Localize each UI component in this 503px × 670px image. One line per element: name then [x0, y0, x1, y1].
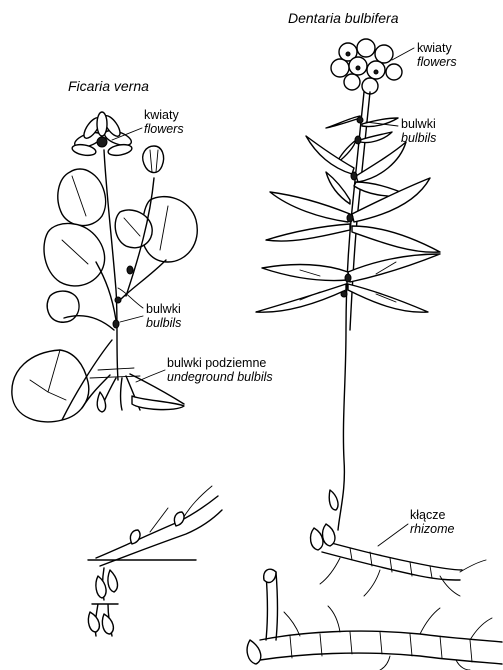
ficaria-underground-en: undeground bulbils	[167, 370, 273, 384]
ficaria-title: Ficaria verna	[68, 78, 149, 94]
ficaria-bulbils-label: bulwki bulbils	[146, 302, 181, 330]
ficaria-leaf-5	[47, 291, 79, 322]
ficaria-flowers-pl: kwiaty	[144, 108, 184, 122]
ficaria-flowers-label: kwiaty flowers	[144, 108, 184, 136]
ficaria-bulbils-pl: bulwki	[146, 302, 181, 316]
dentaria-title: Dentaria bulbifera	[288, 10, 399, 26]
dentaria-flowers-en: flowers	[417, 55, 457, 69]
ficaria-basal-leaf	[12, 350, 89, 422]
ficaria-flowers-en: flowers	[144, 122, 184, 136]
ficaria-bulbils-en: bulbils	[146, 316, 181, 330]
dentaria-rhizome-pl: kłącze	[410, 508, 454, 522]
ficaria-underground-pl: bulwki podziemne	[167, 356, 273, 370]
ficaria-leaf-2	[44, 223, 105, 285]
dentaria-flowers	[331, 39, 402, 94]
dentaria-bulbils-label: bulwki bulbils	[401, 117, 436, 145]
dentaria-bulbils-en: bulbils	[401, 131, 436, 145]
dentaria-rhizome-en: rhizome	[410, 522, 454, 536]
rhizome-sketch	[247, 569, 502, 670]
dentaria-bulbils-pl: bulwki	[401, 117, 436, 131]
bulbil-sprouting-sketch	[88, 486, 222, 636]
dentaria-flowers-label: kwiaty flowers	[417, 41, 457, 69]
dentaria-rhizome-label: kłącze rhizome	[410, 508, 454, 536]
ficaria-underground-label: bulwki podziemne undeground bulbils	[167, 356, 273, 384]
dentaria-flowers-pl: kwiaty	[417, 41, 457, 55]
ficaria-leaf-1	[58, 169, 106, 226]
ficaria-bud	[143, 146, 164, 173]
